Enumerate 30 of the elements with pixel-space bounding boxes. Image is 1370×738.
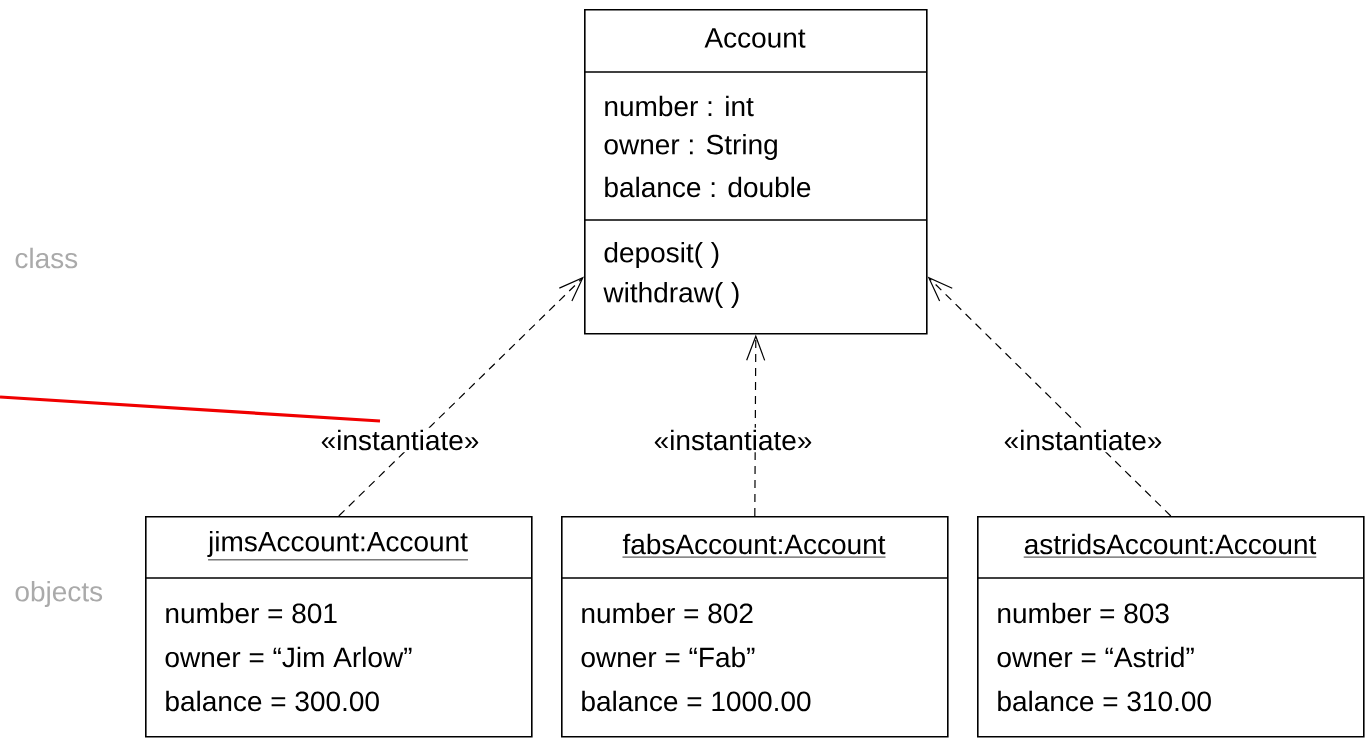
row-label: objects [15,580,103,608]
attribute-value: number = 801 [166,602,337,624]
attribute-value: number = 803 [998,602,1169,624]
attribute: balance : double [605,176,811,198]
dependency-arrow [338,276,584,517]
operation: withdraw( ) [603,281,739,309]
operation: deposit( ) [604,241,719,269]
object-box [560,516,949,738]
row-label: class [15,247,78,269]
object-box [976,516,1365,738]
edge-label: «instantiate» [651,427,815,453]
class-box [583,9,928,335]
attribute-value: balance = 1000.00 [582,690,811,712]
edge-label: «instantiate» [1001,427,1165,453]
attribute-value: balance = 300.00 [166,690,379,712]
object-name: astridsAccount:Account [1023,533,1317,558]
attribute-value: number = 802 [582,602,753,624]
attribute: owner : String [604,133,777,161]
class-name: Account [704,28,806,48]
object-box [144,516,533,738]
edge-label: «instantiate» [318,427,482,453]
attribute: number : int [605,95,754,117]
object-name: fabsAccount:Account [622,533,886,558]
attribute-value: owner = “Fab” [581,646,755,668]
attribute-value: balance = 310.00 [998,690,1211,712]
dependency-arrow [746,334,766,517]
attribute-value: owner = “Jim Arlow” [165,646,412,668]
dependency-arrow [927,276,1172,517]
object-name: jimsAccount:Account [207,530,469,561]
attribute-value: owner = “Astrid” [997,646,1194,668]
